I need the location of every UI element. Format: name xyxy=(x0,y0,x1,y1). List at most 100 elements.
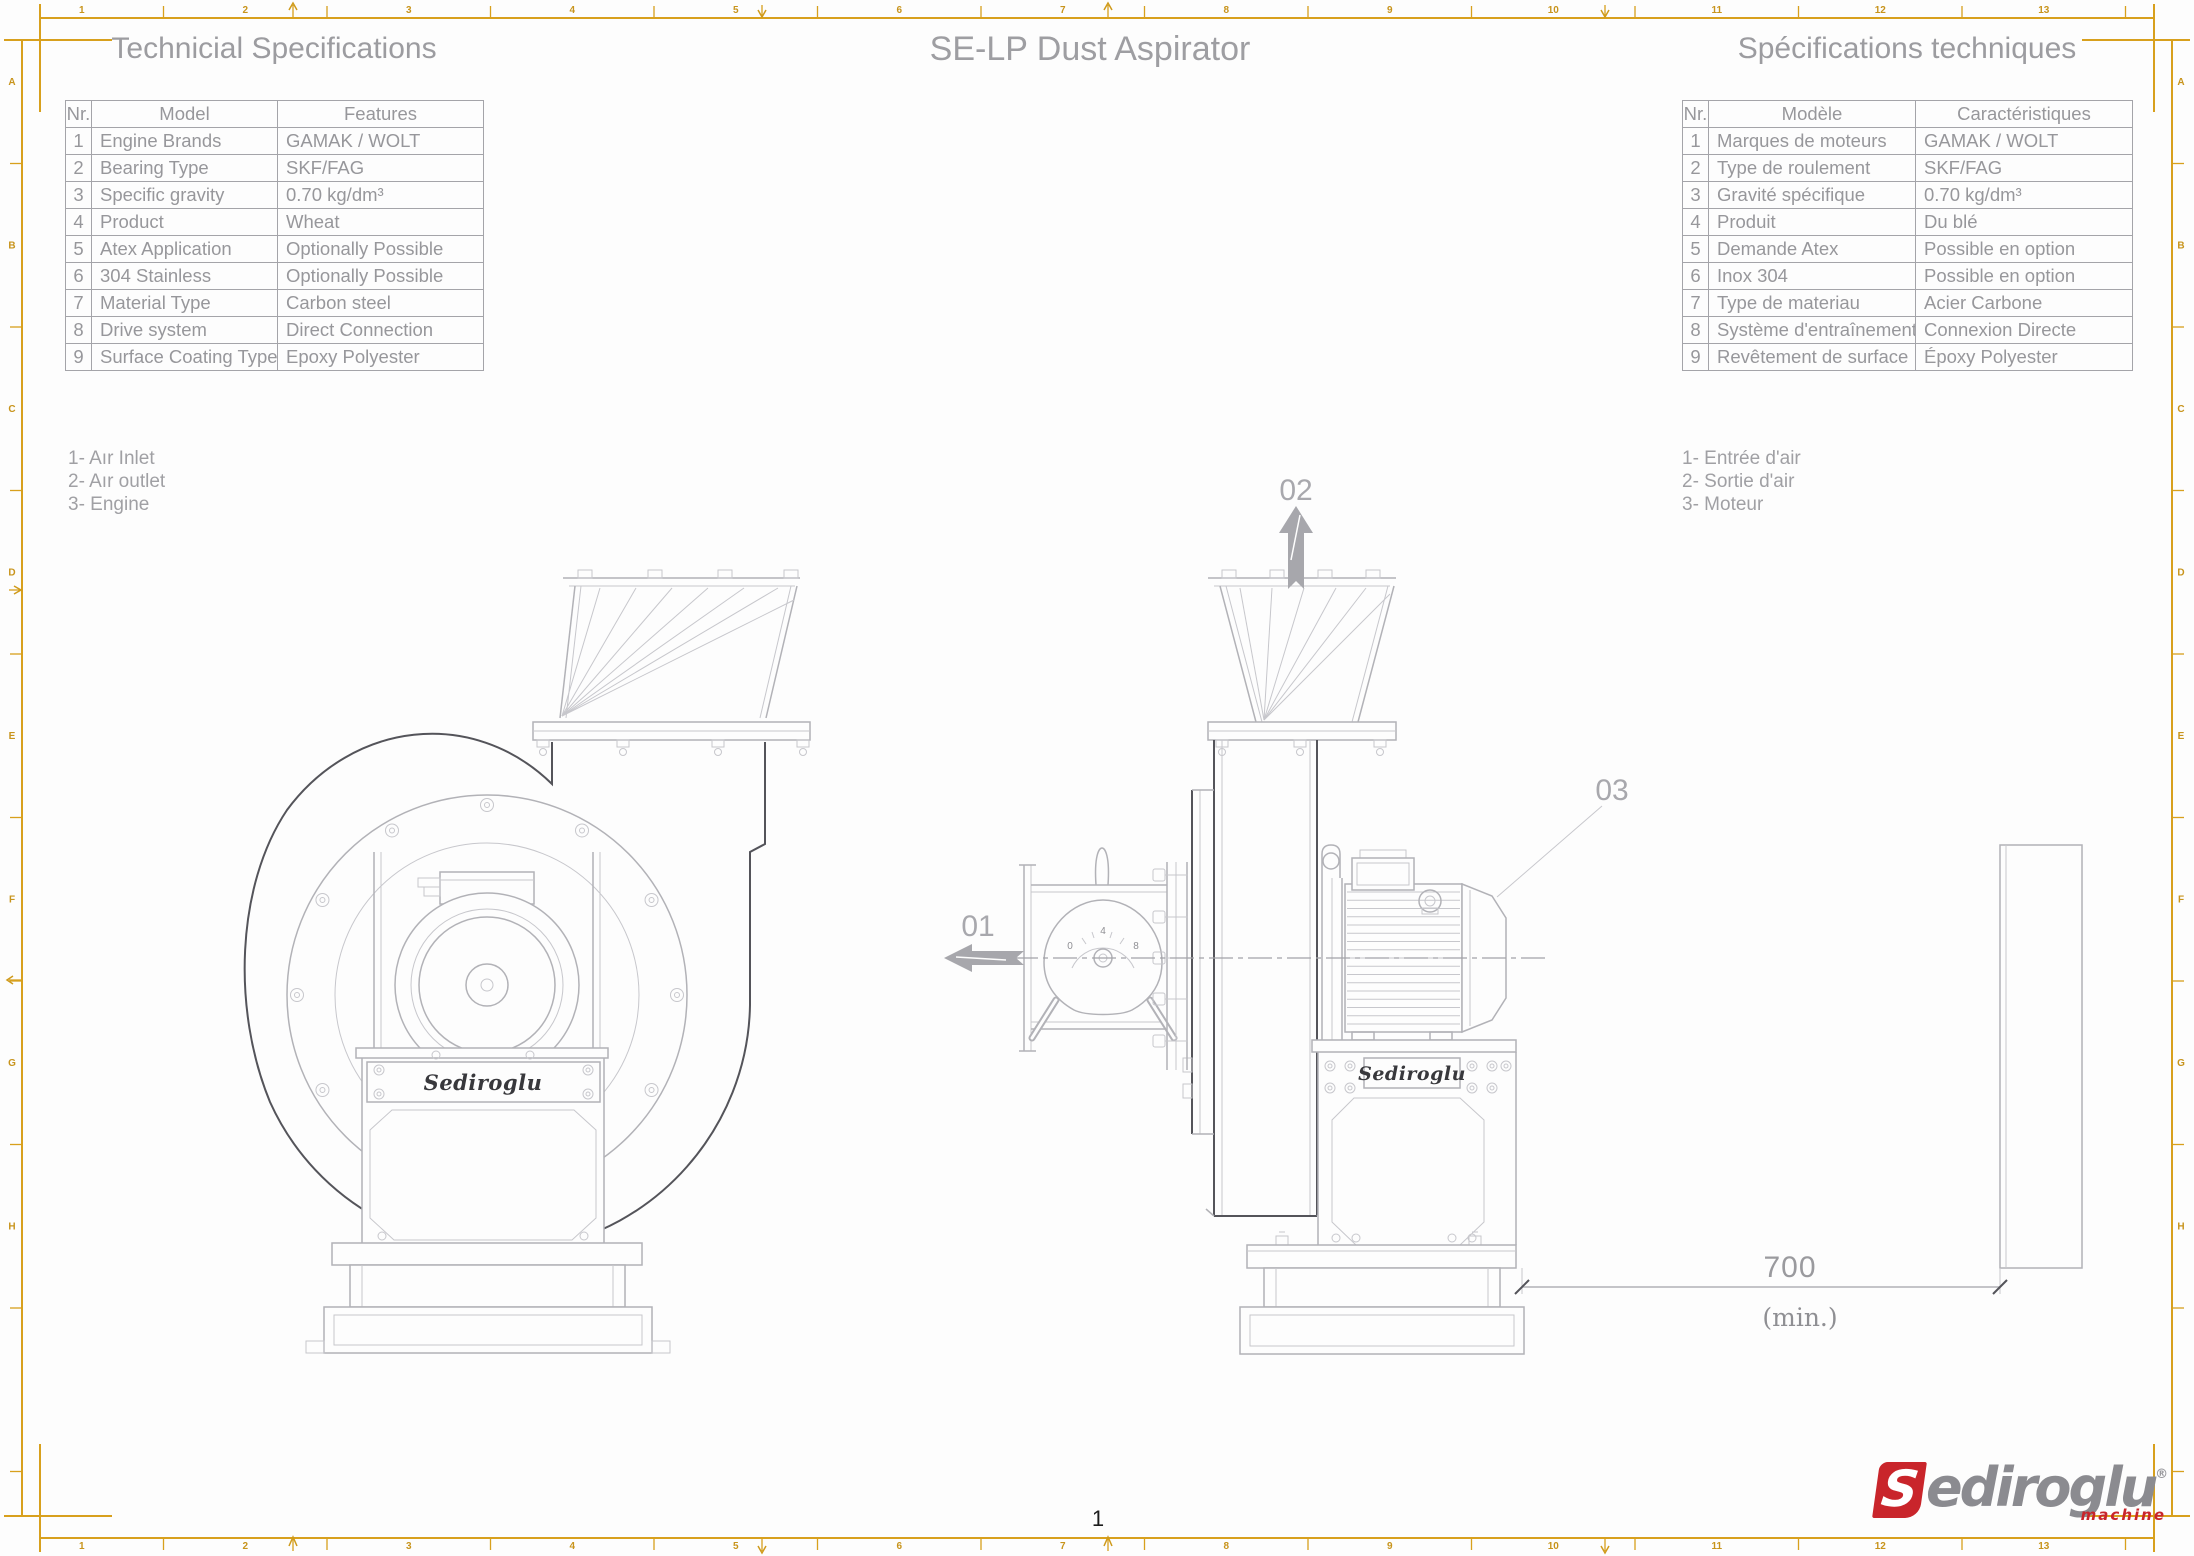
spec-model-cell: Type de roulement xyxy=(1708,154,1916,182)
front-nameplate-text: Sediroglu xyxy=(424,1070,543,1095)
spec-feature-cell: Carbon steel xyxy=(277,289,484,317)
spec-model-cell: Atex Application xyxy=(91,235,278,263)
spec-feature-cell: Possible en option xyxy=(1915,262,2133,290)
side-motor xyxy=(1321,844,1507,1041)
front-stand-bolts xyxy=(373,1050,594,1241)
ruler-letter-left: H xyxy=(8,1221,15,1232)
spec-model-cell: Revêtement de surface xyxy=(1708,343,1916,371)
engine-label: 03 xyxy=(1595,774,1628,807)
spec-feature-cell: SKF/FAG xyxy=(277,154,484,182)
ruler-letter-left: D xyxy=(8,567,15,578)
spec-nr-cell: 5 xyxy=(65,235,92,263)
ruler-letter-right: F xyxy=(2178,894,2184,905)
spec-feature-cell: Époxy Polyester xyxy=(1915,343,2133,371)
spec-column-header: Modèle xyxy=(1708,100,1916,128)
legend-item: 3- Engine xyxy=(68,494,150,515)
ruler-number-bottom: 10 xyxy=(1548,1541,1560,1552)
spec-model-cell: Drive system xyxy=(91,316,278,344)
spec-model-cell: Material Type xyxy=(91,289,278,317)
sheet-title: SE-LP Dust Aspirator xyxy=(929,30,1251,68)
spec-model-cell: Gravité spécifique xyxy=(1708,181,1916,209)
spec-feature-cell: GAMAK / WOLT xyxy=(1915,127,2133,155)
spec-nr-cell: 8 xyxy=(1682,316,1709,344)
ruler-number-bottom: 5 xyxy=(733,1541,739,1552)
spec-feature-cell: Wheat xyxy=(277,208,484,236)
ruler-letter-right: A xyxy=(2177,77,2184,88)
ruler-number-bottom: 3 xyxy=(406,1541,412,1552)
dimension-value: 700 xyxy=(1763,1251,1816,1284)
front-volute-outline xyxy=(243,732,766,1252)
ruler-letter-left: B xyxy=(8,240,15,251)
spec-feature-cell: GAMAK / WOLT xyxy=(277,127,484,155)
spec-model-cell: Product xyxy=(91,208,278,236)
spec-column-header: Nr. xyxy=(65,100,92,128)
spec-table-fr-title: Spécifications techniques xyxy=(1737,32,2077,65)
ruler-number-top: 1 xyxy=(79,5,85,16)
registered-mark-icon: ® xyxy=(2155,1467,2169,1482)
front-view-drawing: Sediroglu xyxy=(243,569,811,1354)
ruler-number-bottom: 6 xyxy=(896,1541,902,1552)
spec-model-cell: Marques de moteurs xyxy=(1708,127,1916,155)
front-hopper-rays xyxy=(561,587,795,717)
spec-nr-cell: 8 xyxy=(65,316,92,344)
spec-nr-cell: 2 xyxy=(65,154,92,182)
spec-column-header: Model xyxy=(91,100,278,128)
spec-nr-cell: 4 xyxy=(65,208,92,236)
spec-feature-cell: 0.70 kg/dm³ xyxy=(1915,181,2133,209)
spec-nr-cell: 7 xyxy=(1682,289,1709,317)
air-inlet-label: 01 xyxy=(961,910,994,943)
ruler-letter-left: G xyxy=(8,1058,16,1069)
spec-model-cell: Surface Coating Type xyxy=(91,343,278,371)
spec-model-cell: Bearing Type xyxy=(91,154,278,182)
ruler-number-bottom: 9 xyxy=(1387,1541,1393,1552)
spec-column-header: Features xyxy=(277,100,484,128)
ruler-letter-left: F xyxy=(9,894,15,905)
spec-column-header: Nr. xyxy=(1682,100,1709,128)
spec-nr-cell: 9 xyxy=(1682,343,1709,371)
spec-model-cell: 304 Stainless xyxy=(91,262,278,290)
front-flange-bolts xyxy=(536,739,810,756)
brick-wall xyxy=(1999,844,2083,1269)
front-stand: Sediroglu xyxy=(355,1047,609,1243)
wall-and-dimension: 700 (min.) xyxy=(1514,844,2083,1332)
logo-s-flag: S xyxy=(1872,1460,1927,1518)
spec-nr-cell: 6 xyxy=(1682,262,1709,290)
ruler-number-top: 3 xyxy=(406,5,412,16)
air-outlet-label: 02 xyxy=(1279,474,1312,507)
logo-subtitle: machine xyxy=(2080,1506,2166,1524)
front-hopper xyxy=(532,569,811,756)
spec-nr-cell: 1 xyxy=(65,127,92,155)
ruler-number-top: 8 xyxy=(1223,5,1229,16)
legend-item: 3- Moteur xyxy=(1682,494,1764,515)
front-base xyxy=(305,1242,671,1354)
spec-feature-cell: SKF/FAG xyxy=(1915,154,2133,182)
side-view-drawing: 0 4 8 xyxy=(1014,569,1546,1355)
legend-item: 2- Aır outlet xyxy=(68,471,166,492)
legend-item: 2- Sortie d'air xyxy=(1682,471,1795,492)
dial-scale-4: 4 xyxy=(1100,926,1106,937)
spec-model-cell: Produit xyxy=(1708,208,1916,236)
